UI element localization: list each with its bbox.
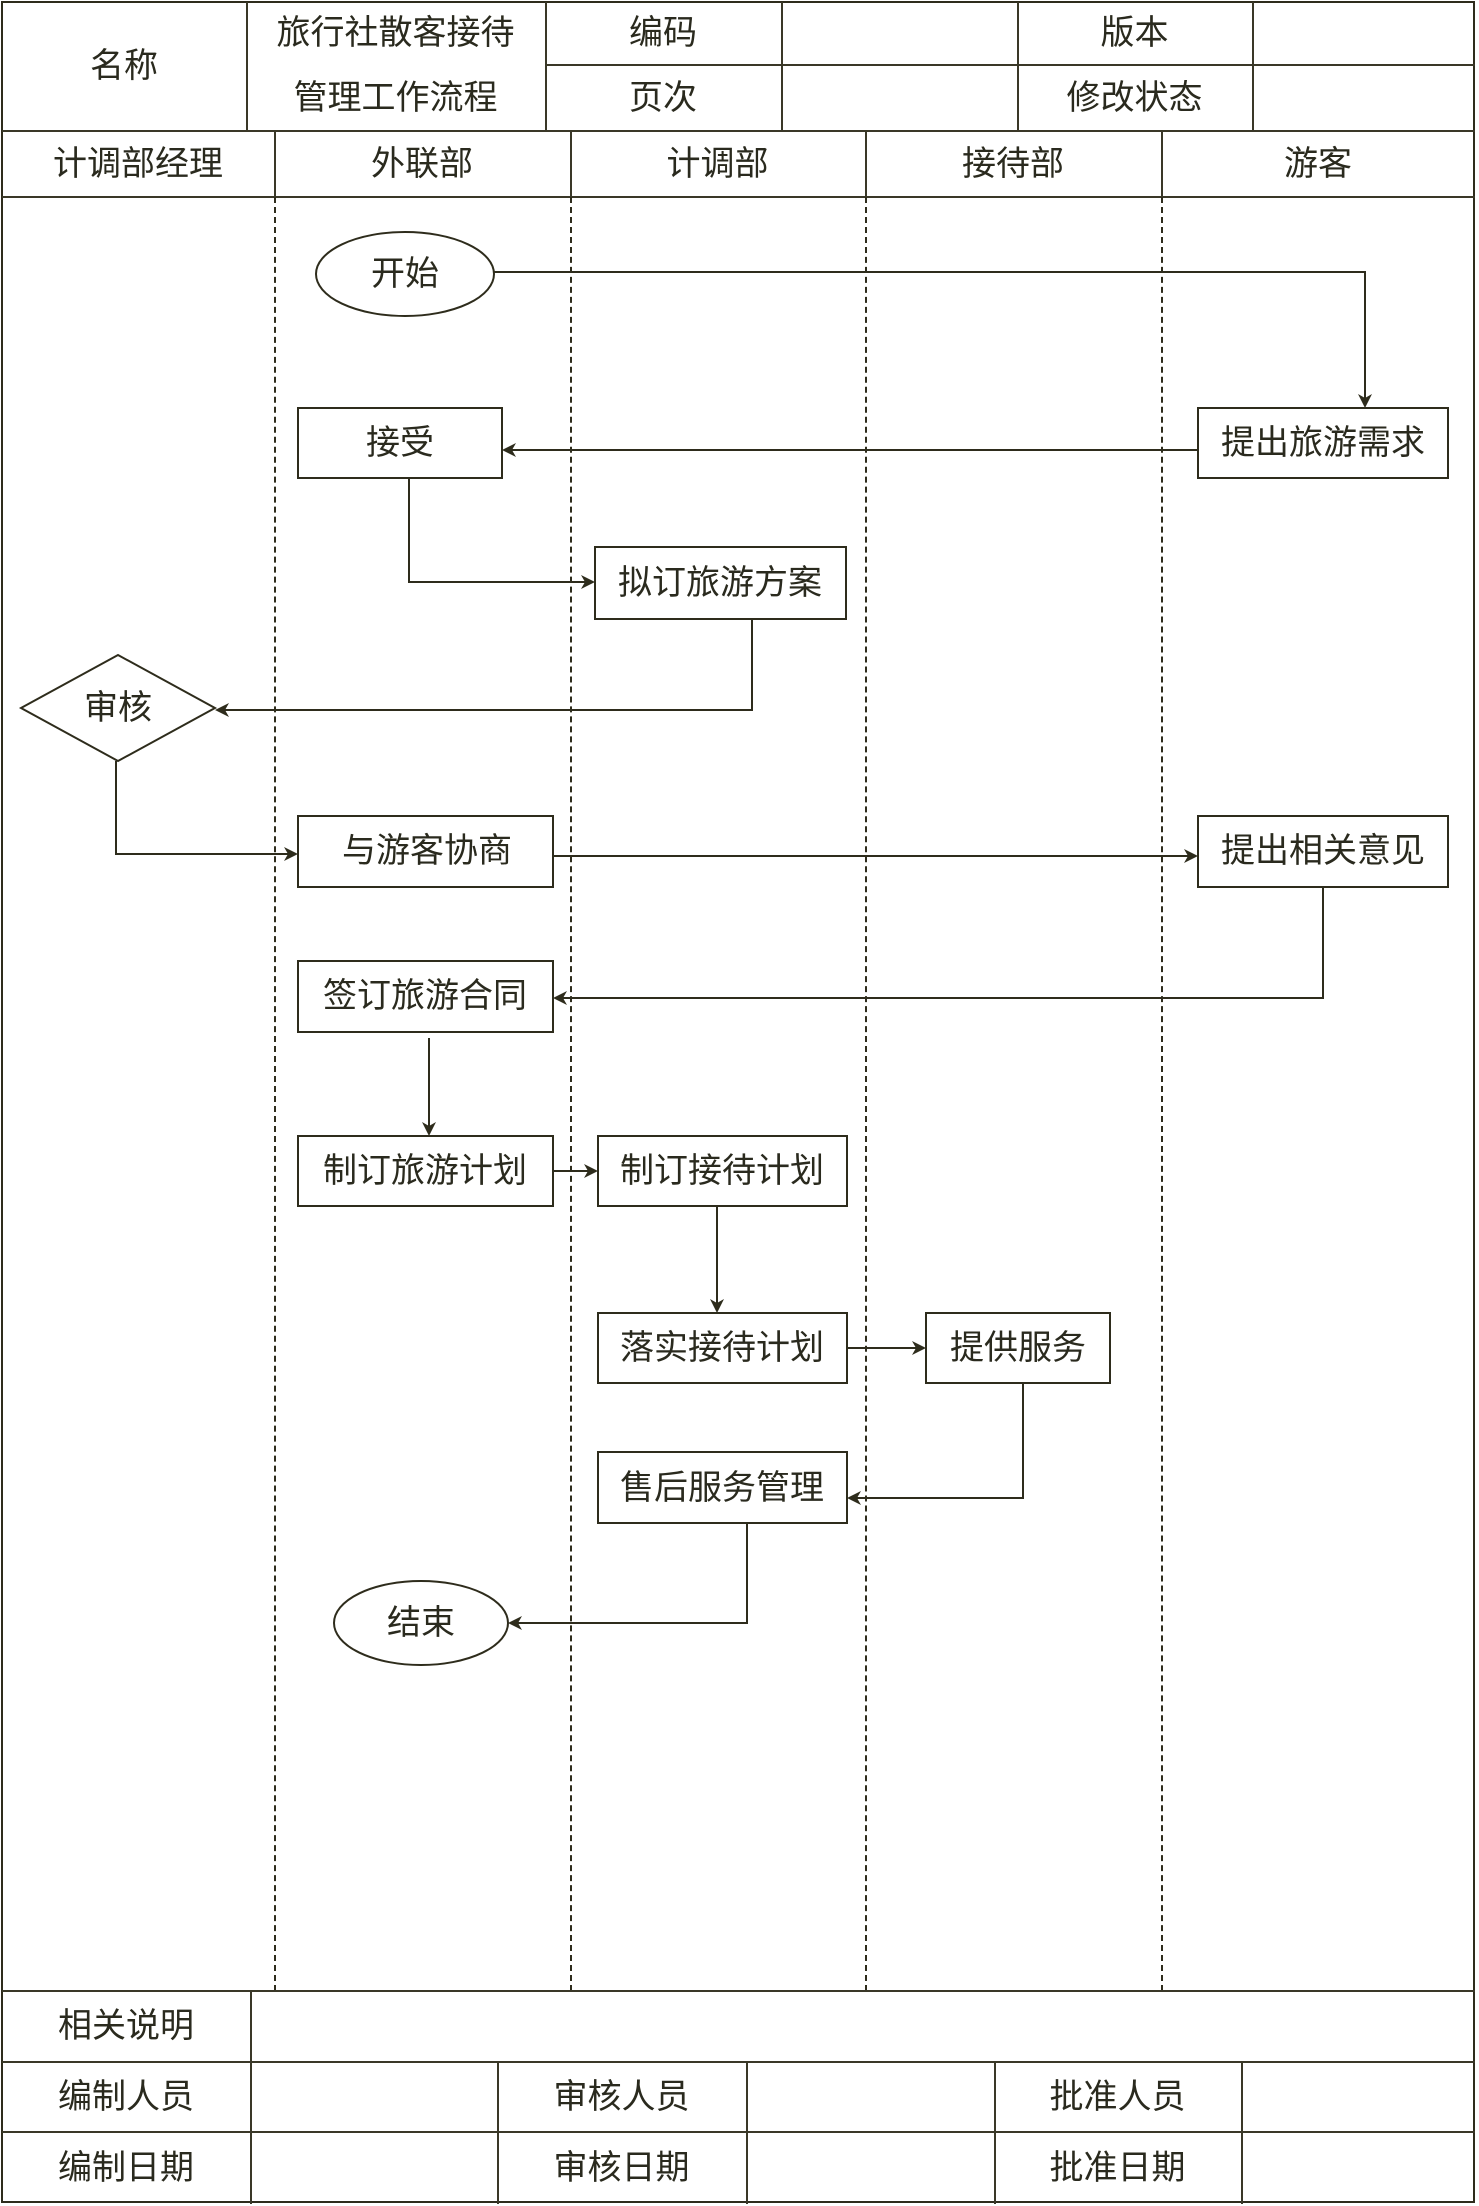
header-divider	[2, 130, 1475, 132]
node-label: 与游客协商	[342, 831, 512, 871]
lane-header-divider	[570, 131, 572, 197]
footer-divider	[1241, 2062, 1243, 2204]
node-label: 提出相关意见	[1221, 831, 1425, 871]
lane-header-planning-dept: 计调部	[666, 143, 769, 184]
notes-value[interactable]	[250, 1991, 1475, 2062]
name-label: 名称	[90, 46, 158, 87]
reviewed-date-label: 审核日期	[553, 2147, 690, 2188]
notes-label: 相关说明	[58, 2006, 194, 2047]
node-after-sales[interactable]	[597, 1451, 848, 1524]
header-divider	[545, 64, 1475, 66]
approved-date-label: 批准日期	[1049, 2147, 1186, 2188]
node-make-reception-plan[interactable]	[597, 1135, 848, 1207]
header-divider	[781, 2, 783, 131]
node-draft-plan[interactable]	[594, 546, 847, 620]
prepared-date-value[interactable]	[250, 2132, 497, 2204]
lane-header-divider	[2, 196, 1475, 198]
lane-header-divider	[274, 131, 276, 197]
node-feedback[interactable]	[1197, 815, 1449, 888]
lane-header-tourist: 游客	[1284, 143, 1352, 184]
lane-divider	[865, 197, 867, 1991]
page-label: 页次	[629, 77, 697, 118]
edge-draftplan-review	[215, 619, 753, 717]
end-terminal[interactable]	[333, 1580, 509, 1666]
node-label: 售后服务管理	[620, 1468, 824, 1508]
reviewed-date-value[interactable]	[746, 2132, 994, 2204]
approved-by-label: 批准人员	[1049, 2076, 1186, 2117]
edge-accept-draftplan	[408, 478, 595, 589]
node-negotiate[interactable]	[297, 815, 554, 888]
node-label: 制订接待计划	[620, 1151, 824, 1191]
node-label: 结束	[387, 1603, 455, 1643]
edge-service-aftersales	[847, 1383, 1024, 1505]
node-label: 审核	[84, 688, 152, 728]
header-divider	[1252, 2, 1254, 131]
node-label: 提供服务	[950, 1328, 1086, 1368]
lane-header-divider	[865, 131, 867, 197]
node-sign-contract[interactable]	[297, 960, 554, 1033]
lane-divider	[274, 197, 276, 1991]
footer-divider	[746, 2062, 748, 2204]
node-review-decision[interactable]	[18, 653, 218, 763]
edge-start-request	[494, 271, 1372, 408]
prepared-date-label: 编制日期	[58, 2147, 194, 2188]
edge-feedback-contract	[553, 887, 1324, 1005]
node-provide-service[interactable]	[925, 1312, 1111, 1384]
approved-date-value[interactable]	[1241, 2132, 1475, 2204]
footer-divider	[2, 2061, 1475, 2063]
header-divider	[1017, 2, 1019, 131]
node-label: 签订旅游合同	[323, 976, 527, 1016]
lane-header-reception-dept: 接待部	[962, 143, 1064, 184]
node-label: 拟订旅游方案	[618, 563, 822, 603]
edge-review-negotiate	[115, 761, 298, 861]
node-implement-plan[interactable]	[597, 1312, 848, 1384]
reviewed-by-label: 审核人员	[553, 2076, 690, 2117]
node-label: 接受	[366, 423, 434, 463]
code-label: 编码	[629, 13, 697, 54]
process-title-line2: 管理工作流程	[293, 77, 498, 118]
lane-header-planning-manager: 计调部经理	[53, 143, 223, 184]
lane-header-liaison-dept: 外联部	[371, 143, 473, 184]
reviewed-by-value[interactable]	[746, 2062, 994, 2132]
lane-divider	[1161, 197, 1163, 1991]
footer-divider	[2, 1990, 1475, 1992]
prepared-by-value[interactable]	[250, 2062, 497, 2132]
prepared-by-label: 编制人员	[58, 2076, 194, 2117]
node-label: 落实接待计划	[620, 1328, 824, 1368]
lane-header-divider	[1161, 131, 1163, 197]
node-label: 开始	[371, 254, 439, 294]
footer-divider	[497, 2062, 499, 2204]
node-label: 提出旅游需求	[1221, 423, 1425, 463]
edge-aftersales-end	[508, 1523, 748, 1630]
node-label: 制订旅游计划	[323, 1151, 527, 1191]
header-divider	[545, 2, 547, 131]
footer-divider	[250, 1991, 252, 2204]
lane-divider	[570, 197, 572, 1991]
header-divider	[246, 2, 248, 131]
node-make-tour-plan[interactable]	[297, 1135, 554, 1207]
approved-by-value[interactable]	[1241, 2062, 1475, 2132]
revision-label: 修改状态	[1066, 77, 1203, 118]
version-label: 版本	[1100, 13, 1169, 54]
start-terminal[interactable]	[315, 231, 495, 317]
footer-divider	[2, 2131, 1475, 2133]
node-request[interactable]	[1197, 407, 1449, 479]
footer-divider	[994, 2062, 996, 2204]
process-title-line1: 旅行社散客接待	[276, 13, 515, 54]
node-accept[interactable]	[297, 407, 503, 479]
